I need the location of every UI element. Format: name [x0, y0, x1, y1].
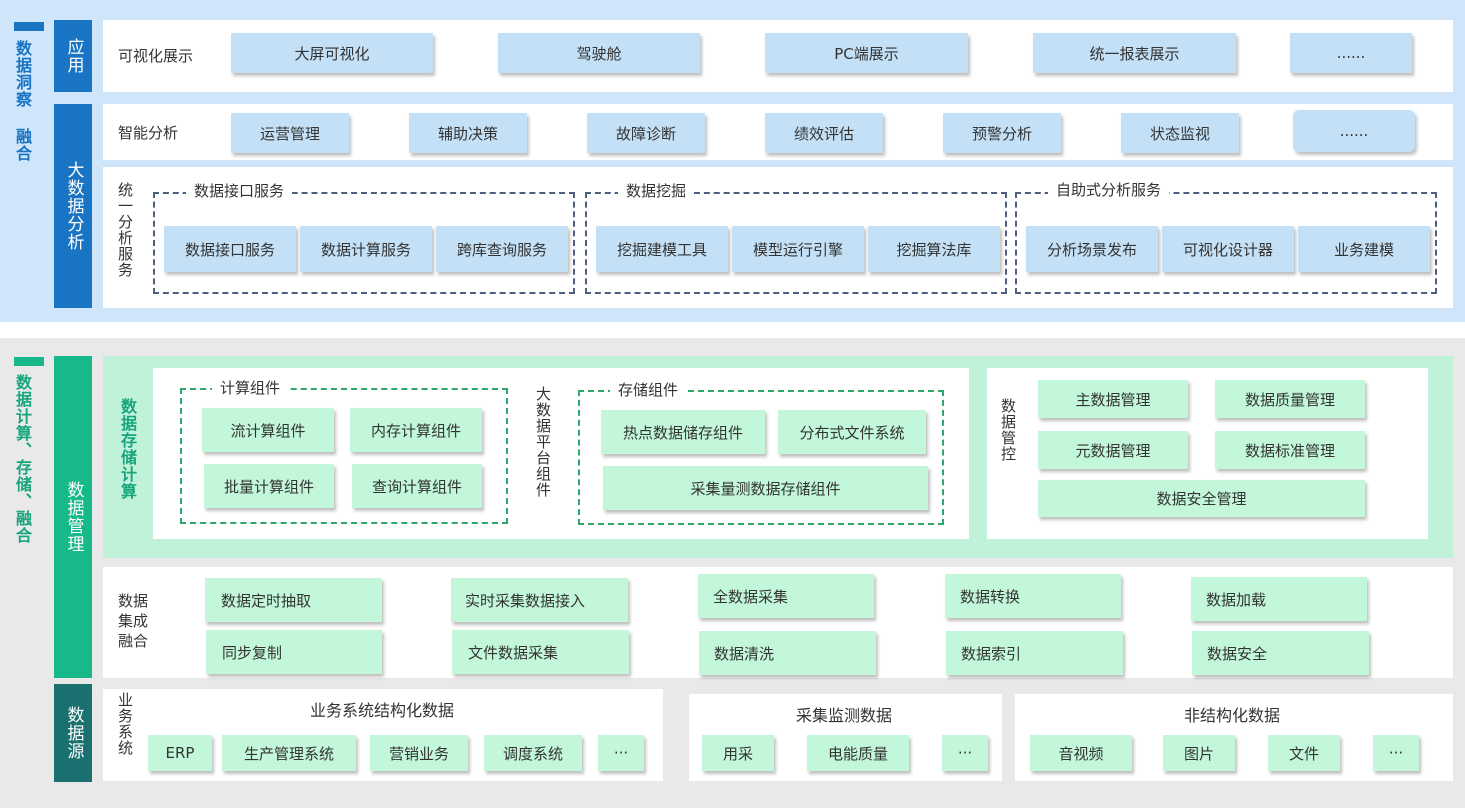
business-item-dispatch: 调度系统 — [484, 735, 582, 771]
integration-item-scheduled: 数据定时抽取 — [205, 578, 382, 622]
section-marker — [14, 22, 44, 31]
control-item-metadata: 元数据管理 — [1038, 431, 1188, 469]
compute-item-memory: 内存计算组件 — [350, 408, 482, 452]
data-source-label-text: 数据源 — [63, 706, 84, 760]
interface-item-crossdb: 跨库查询服务 — [436, 226, 568, 272]
app-layer-label-text: 应用 — [63, 38, 84, 74]
app-item-pc-display: PC端展示 — [765, 33, 968, 73]
section-label-insight: 数据洞察 融合 — [13, 40, 32, 162]
smart-item-operations: 运营管理 — [231, 113, 349, 153]
control-item-standard: 数据标准管理 — [1215, 431, 1365, 469]
self-service-group — [1015, 192, 1437, 294]
interface-service-group — [153, 192, 575, 294]
section-label-compute: 数据计算、存储、融合 — [13, 374, 32, 544]
integration-item-security: 数据安全 — [1192, 631, 1369, 675]
business-data-title: 业务系统结构化数据 — [310, 701, 455, 720]
interface-service-group-title: 数据接口服务 — [186, 180, 293, 201]
integration-item-transform: 数据转换 — [945, 574, 1121, 618]
self-item-designer: 可视化设计器 — [1162, 226, 1294, 272]
integration-label: 数据集成融合 — [118, 592, 149, 650]
smart-item-fault: 故障诊断 — [587, 113, 705, 153]
bigdata-layer-label-text: 大数据分析 — [63, 161, 84, 251]
storage-item-hotspot: 热点数据储存组件 — [601, 410, 765, 454]
business-item-more: ··· — [598, 735, 644, 771]
self-item-modeling: 业务建模 — [1298, 226, 1430, 272]
unstructured-item-image: 图片 — [1163, 735, 1235, 771]
storage-component-group — [578, 390, 944, 525]
smart-item-performance: 绩效评估 — [765, 113, 883, 153]
section-marker-bottom — [14, 357, 44, 366]
unstructured-item-more: ··· — [1373, 735, 1419, 771]
control-item-quality: 数据质量管理 — [1215, 380, 1365, 418]
integration-item-realtime: 实时采集数据接入 — [451, 578, 628, 622]
business-item-erp: ERP — [148, 735, 212, 771]
storage-compute-label: 数据存储计算 — [118, 398, 137, 500]
self-item-publish: 分析场景发布 — [1026, 226, 1158, 272]
app-layer-label: 应用 — [54, 20, 92, 92]
data-control-label: 数据管控 — [999, 398, 1017, 462]
data-management-label: 数据管理 — [54, 356, 92, 678]
self-service-group-title: 自助式分析服务 — [1048, 179, 1170, 200]
unified-analysis-label: 统一分析服务 — [116, 182, 134, 278]
business-item-marketing: 营销业务 — [370, 735, 468, 771]
business-system-label: 业务系统 — [116, 692, 134, 756]
monitor-data-title: 采集监测数据 — [796, 706, 893, 725]
mining-item-engine: 模型运行引擎 — [732, 226, 864, 272]
monitor-item-power-quality: 电能质量 — [807, 735, 909, 771]
compute-component-group — [180, 388, 508, 524]
bigdata-platform-label: 大数据平台组件 — [534, 386, 552, 498]
unstructured-data-title: 非结构化数据 — [1184, 706, 1281, 725]
app-item-more: ...... — [1290, 33, 1412, 73]
integration-item-cleaning: 数据清洗 — [699, 631, 876, 675]
monitor-item-more: ··· — [942, 735, 988, 771]
smart-analysis-label: 智能分析 — [118, 124, 179, 142]
mining-item-modeling: 挖掘建模工具 — [596, 226, 728, 272]
data-source-label: 数据源 — [54, 684, 92, 782]
control-item-master: 主数据管理 — [1038, 380, 1188, 418]
integration-item-index: 数据索引 — [946, 631, 1123, 675]
compute-component-title: 计算组件 — [212, 377, 289, 398]
integration-item-full-collection: 全数据采集 — [698, 574, 874, 618]
storage-item-dfs: 分布式文件系统 — [778, 410, 926, 454]
unstructured-item-file: 文件 — [1268, 735, 1340, 771]
integration-item-load: 数据加载 — [1191, 577, 1367, 621]
bigdata-layer-label: 大数据分析 — [54, 104, 92, 308]
app-item-big-screen: 大屏可视化 — [231, 33, 433, 73]
mining-item-algorithm: 挖掘算法库 — [868, 226, 1000, 272]
compute-item-batch: 批量计算组件 — [204, 464, 334, 508]
app-item-unified-report: 统一报表展示 — [1033, 33, 1236, 73]
interface-item-api: 数据接口服务 — [164, 226, 296, 272]
monitor-item-usage: 用采 — [702, 735, 774, 771]
smart-item-status: 状态监视 — [1121, 113, 1239, 153]
compute-item-query: 查询计算组件 — [352, 464, 482, 508]
app-item-cockpit: 驾驶舱 — [498, 33, 700, 73]
business-item-production: 生产管理系统 — [222, 735, 356, 771]
integration-item-sync: 同步复制 — [206, 630, 382, 674]
compute-item-stream: 流计算组件 — [202, 408, 334, 452]
control-item-security: 数据安全管理 — [1038, 480, 1365, 517]
smart-item-more: ...... — [1293, 110, 1415, 152]
integration-item-file: 文件数据采集 — [452, 630, 629, 674]
visualization-row-label: 可视化展示 — [118, 47, 194, 65]
smart-item-warning: 预警分析 — [943, 113, 1061, 153]
storage-component-title: 存储组件 — [610, 379, 687, 400]
interface-item-compute: 数据计算服务 — [300, 226, 432, 272]
data-mining-group — [585, 192, 1007, 294]
unstructured-item-av: 音视频 — [1030, 735, 1132, 771]
data-mining-group-title: 数据挖掘 — [618, 180, 695, 201]
smart-item-decision: 辅助决策 — [409, 113, 527, 153]
storage-item-measurement: 采集量测数据存储组件 — [603, 466, 928, 510]
data-management-label-text: 数据管理 — [63, 481, 84, 553]
